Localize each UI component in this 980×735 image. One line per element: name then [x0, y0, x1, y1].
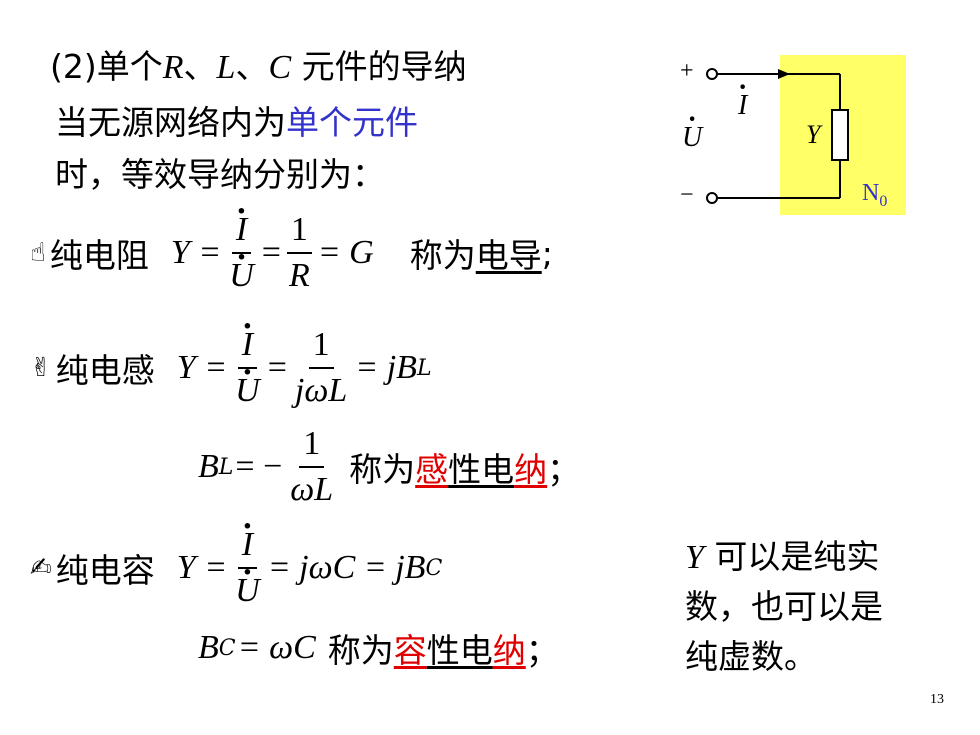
note-term-red: 感 [415, 450, 449, 489]
numerator: 1 [299, 424, 325, 468]
equals-minus: = − [235, 448, 283, 485]
b-symbol: B [198, 448, 219, 485]
current-symbol: I [738, 90, 747, 122]
capacitor-label: 纯电容 [55, 551, 155, 590]
fraction: IU [225, 210, 258, 296]
note-term: 性电 [448, 450, 515, 489]
current-label: I [738, 90, 747, 122]
heading-l: L [216, 49, 236, 86]
voltage-label: U [682, 122, 702, 154]
note-term: 性电 [426, 631, 493, 670]
b-symbol: B [198, 629, 219, 666]
numerator: I [242, 325, 253, 365]
voltage-symbol: U [682, 122, 702, 154]
numerator: I [242, 525, 253, 565]
remark-text: 可以是纯实 [703, 537, 880, 576]
fraction: IU [231, 325, 264, 411]
remark-line-3: 纯虚数。 [685, 637, 817, 676]
hand-point-icon: ☝ [30, 238, 46, 268]
denominator: U [235, 571, 260, 611]
note-text: 称为 [349, 450, 416, 489]
denominator: U [235, 371, 260, 411]
circuit-diagram [706, 55, 906, 215]
plus-terminal [706, 68, 718, 80]
result-sub: L [416, 355, 432, 381]
numerator: 1 [286, 210, 312, 254]
writing-hand-icon: ✍ [30, 553, 52, 583]
victory-hand-icon: ✌ [30, 353, 52, 383]
remark-y: Y [685, 539, 704, 576]
note-term-red: 纳 [492, 631, 526, 670]
note-punct: ； [525, 631, 559, 670]
denominator: U [229, 256, 254, 296]
y-symbol: Y = [176, 349, 228, 386]
heading-c: C [268, 49, 292, 86]
result: = jB [355, 349, 417, 386]
fraction: IU [231, 525, 264, 611]
admittance-element [831, 109, 849, 161]
network-label: N0 [862, 180, 887, 211]
network-sub: 0 [879, 193, 888, 210]
denominator: ωL [290, 471, 334, 508]
resistor-label: 纯电阻 [49, 236, 149, 275]
denominator: R [288, 257, 310, 294]
remark-line-1: Y 可以是纯实 [685, 530, 879, 578]
heading-sep: 、 [235, 47, 269, 86]
equals: = [261, 234, 281, 271]
remark-line-2: 数，也可以是 [685, 587, 883, 626]
b-sub: L [218, 454, 234, 480]
note-punct: ; [541, 233, 553, 273]
minus-terminal [706, 192, 718, 204]
y-symbol: Y = [176, 549, 228, 586]
numerator: I [236, 210, 247, 250]
equals: = [267, 349, 287, 386]
result: = jωC = jB [267, 549, 426, 586]
heading-sep: 、 [183, 47, 217, 86]
heading-r: R [162, 49, 184, 86]
note-text: 称为 [327, 631, 394, 670]
numerator: 1 [308, 325, 334, 369]
b-sub: C [218, 635, 236, 661]
note-term-red: 纳 [514, 450, 548, 489]
intro-line-2: 时，等效导纳分别为： [55, 155, 385, 194]
result: = G [317, 234, 374, 271]
result-sub: C [425, 555, 443, 581]
denominator: jωL [294, 372, 348, 409]
plus-label: + [680, 58, 694, 84]
note-term: 电导 [475, 236, 542, 275]
slide-heading: (2)单个R、L、C 元件的导纳 [50, 40, 467, 88]
current-arrow [778, 69, 790, 79]
page-number: 13 [930, 692, 944, 707]
intro-text: 当无源网络内为 [55, 103, 286, 142]
intro-highlight: 单个元件 [286, 103, 418, 142]
intro-line-1: 当无源网络内为单个元件 [55, 96, 418, 144]
note-text: 称为 [409, 236, 476, 275]
minus-label: − [680, 182, 694, 208]
note-punct: ； [547, 450, 581, 489]
heading-suffix: 元件的导纳 [291, 47, 467, 86]
result: = ωC [237, 629, 316, 666]
element-label: Y [806, 120, 821, 149]
capacitor-row: ✍ 纯电容 Y = IU = jωC = jBC [30, 525, 442, 611]
heading-prefix: (2)单个 [50, 47, 163, 86]
inductor-label: 纯电感 [55, 351, 155, 390]
network-name: N [862, 180, 880, 206]
note-term-red: 容 [393, 631, 427, 670]
y-symbol: Y = [170, 234, 222, 271]
